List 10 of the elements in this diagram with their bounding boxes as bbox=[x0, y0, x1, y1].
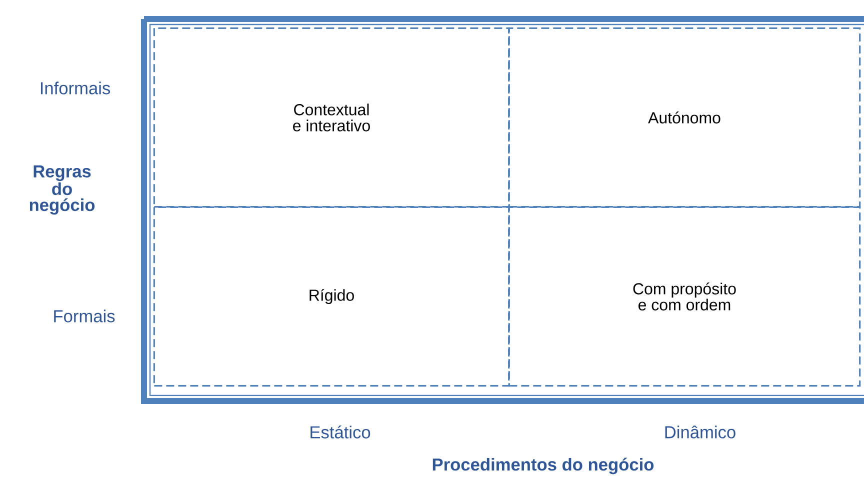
quadrant-box: Rígido bbox=[153, 206, 510, 387]
axis-label: Estático bbox=[310, 426, 370, 438]
axis-label: Procedimentos do negócio bbox=[432, 458, 654, 474]
quadrant-box: Contextual e interativo bbox=[153, 27, 510, 208]
axis-label: Informais bbox=[40, 82, 110, 94]
axis-label: Regras do negócio bbox=[30, 165, 95, 215]
quadrant-box: Autónomo bbox=[508, 27, 861, 208]
axis-label: Dinâmico bbox=[665, 426, 736, 438]
axis-label: Formais bbox=[54, 310, 115, 322]
quadrant-box: Com propósito e com ordem bbox=[508, 206, 861, 387]
